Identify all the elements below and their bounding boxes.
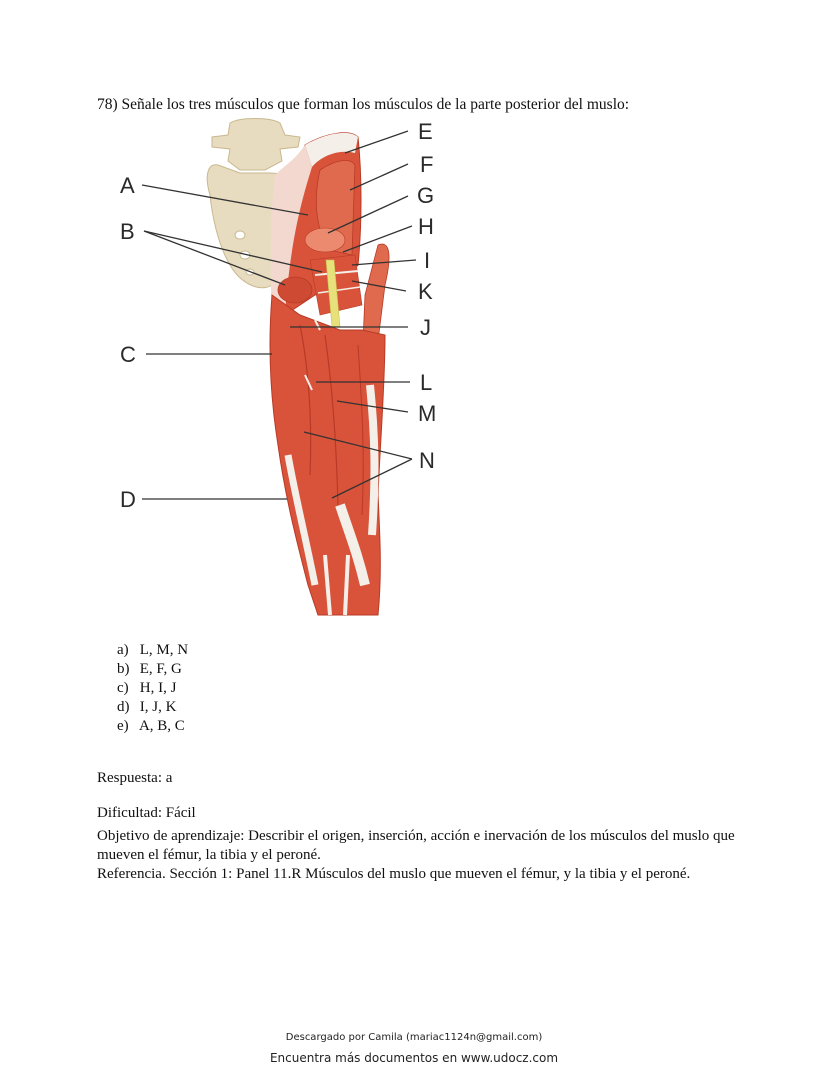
option-letter: e) [117,718,129,734]
option-letter: d) [117,699,130,715]
option-c: c) H, I, J [117,679,188,698]
figure-label-a: A [120,173,135,198]
figure-label-e: E [418,119,433,144]
figure-label-h: H [418,214,434,239]
question-title: 78) Señale los tres músculos que forman … [97,96,630,113]
option-letter: a) [117,642,129,658]
figure-label-g: G [417,183,435,208]
reference: Referencia. Sección 1: Panel 11.R Múscul… [97,866,691,882]
option-text: H, I, J [139,680,177,696]
figure-label-j: J [420,315,431,340]
difficulty-line: Dificultad: Fácil [97,805,196,821]
figure-label-m: M [418,401,437,426]
option-a: a) L, M, N [117,641,188,660]
figure-label-n: N [419,448,435,473]
answer-options: a) L, M, N b) E, F, G c) H, I, J d) I, J… [117,641,188,736]
figure-label-k: K [418,279,433,304]
learning-objective: Objetivo de aprendizaje: Describir el or… [97,828,735,863]
option-text: A, B, C [138,718,185,734]
footer-downloaded-by: Descargado por Camila (mariac1124n@gmail… [285,1032,543,1043]
figure-label-d: D [120,487,136,512]
figure-label-b: B [120,219,135,244]
option-text: E, F, G [139,661,182,677]
figure-label-l: L [420,370,433,395]
anatomy-figure: A B C D E F G H I K J L M N [100,115,460,620]
footer-more-documents: Encuentra más documentos en www.udocz.co… [269,1051,559,1065]
figure-label-c: C [120,342,136,367]
option-e: e) A, B, C [117,717,188,736]
option-letter: b) [117,661,130,677]
figure-label-i: I [424,248,431,273]
option-d: d) I, J, K [117,698,188,717]
option-b: b) E, F, G [117,660,188,679]
answer-line: Respuesta: a [97,770,173,786]
leader-lines [141,130,417,500]
option-text: L, M, N [139,642,189,658]
option-letter: c) [117,680,129,696]
option-text: I, J, K [139,699,177,715]
posterior-thigh-illustration [141,118,417,616]
figure-label-f: F [420,152,434,177]
